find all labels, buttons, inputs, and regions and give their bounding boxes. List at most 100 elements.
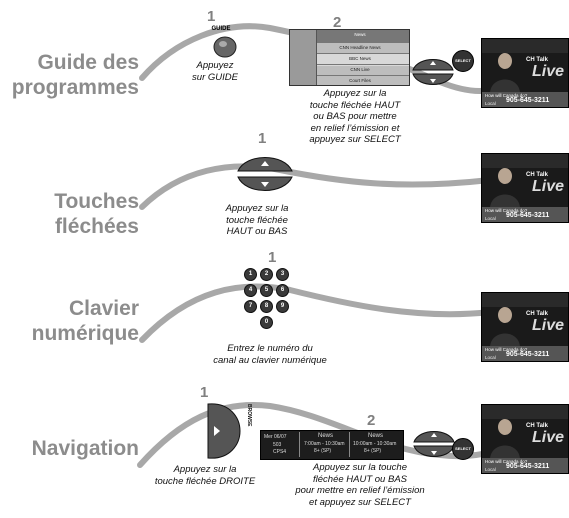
guide-row-label: CNN Live <box>350 67 370 72</box>
presenter-image <box>490 53 520 93</box>
keypad-step1-number: 1 <box>268 249 277 266</box>
arrows-step1-caption-line: touche fléchée <box>226 214 288 226</box>
section-title-navigation-line2: Navigation <box>31 437 139 460</box>
tv-screen: CH Talk Live How will Canada do? Local 9… <box>481 38 569 108</box>
section-title-guide-line1: Guide des <box>37 51 139 74</box>
keypad-curve <box>139 283 493 343</box>
keypad-step1-caption: Entrez le numéro du canal au clavier num… <box>200 343 340 366</box>
browse-right-button[interactable]: BROWSE <box>200 398 258 464</box>
navigation-step2-caption-line: Appuyez sur la touche <box>312 462 407 473</box>
browse-label-text: BROWSE <box>246 404 252 427</box>
keypad-key-9[interactable]: 9 <box>276 300 289 313</box>
guide-row: News <box>290 30 409 42</box>
guide-row: CNN Live <box>290 64 409 77</box>
tv-info-bar <box>482 39 568 53</box>
browse-next-cell: News 10:00am - 10:30am 8+ (SP) <box>349 432 402 457</box>
browse-banner: Mer 06/07 503 CPS4 News 7:00am - 10:30am… <box>260 430 404 460</box>
tv-live: Live <box>532 429 565 446</box>
tv-lower-third: How will Canada do? Local 905-645-3211 <box>482 207 568 222</box>
guide-arrow-buttons[interactable] <box>410 48 456 96</box>
keypad-key-0[interactable]: 0 <box>260 316 273 329</box>
arrows-buttons[interactable] <box>234 148 296 200</box>
section-title-guide: Guide des programmes <box>12 50 139 100</box>
guide-step2-caption: Appuyez sur la touche fléchée HAUT ou BA… <box>295 88 415 146</box>
keypad-key-1[interactable]: 1 <box>244 268 257 281</box>
keypad-key-2[interactable]: 2 <box>260 268 273 281</box>
guide-step2-number: 2 <box>333 14 342 31</box>
guide-select-button[interactable]: SELECT <box>452 50 474 72</box>
guide-step2-caption-line: Appuyez sur la <box>323 88 387 99</box>
keypad-key-7[interactable]: 7 <box>244 300 257 313</box>
tv-info-bar <box>482 154 568 168</box>
navigation-step1-caption-line: touche fléchée DROITE <box>154 475 256 487</box>
tv-local: Local <box>485 216 496 221</box>
browse-next-rating: 8+ (SP) <box>364 448 382 454</box>
tv-phone: 905-645-3211 <box>506 97 550 104</box>
tv-local: Local <box>485 467 496 472</box>
section-title-arrows-line1: Touches <box>54 190 139 213</box>
browse-channel: 503 <box>273 442 282 448</box>
tv-local: Local <box>485 355 496 360</box>
tv-screen: CH Talk Live How will Canada do? Local 9… <box>481 404 569 474</box>
tv-info-bar <box>482 405 568 419</box>
tv-brand: CH Talk <box>526 57 548 63</box>
section-title-keypad-line2: numérique <box>31 322 139 345</box>
tv-question: How will Canada do? <box>485 459 528 464</box>
tv-phone: 905-645-3211 <box>506 463 550 470</box>
tv-brand-talk: Talk <box>536 57 548 63</box>
browse-now-time: 7:00am - 10:30am <box>304 441 345 447</box>
tv-brand-talk: Talk <box>536 172 548 178</box>
browse-date: Mer 06/07 <box>264 434 287 440</box>
browse-next-time: 10:00am - 10:30am <box>353 441 397 447</box>
guide-step2-caption-line: touche fléchée HAUT <box>309 99 401 111</box>
keypad-key-5[interactable]: 5 <box>260 284 273 297</box>
navigation-step2-caption-line: et appuyez sur SELECT <box>309 496 411 508</box>
arrows-step1-number: 1 <box>258 130 267 147</box>
tv-phone: 905-645-3211 <box>506 351 550 358</box>
navigation-step1-number: 1 <box>200 384 209 401</box>
tv-phone: 905-645-3211 <box>506 212 550 219</box>
browse-now-rating: 8+ (SP) <box>314 448 332 454</box>
navigation-arrow-buttons[interactable] <box>411 420 457 468</box>
arrows-step1-caption-line: Appuyez sur la <box>225 203 289 214</box>
keypad-key-6[interactable]: 6 <box>276 284 289 297</box>
guide-button-label: GUIDE <box>211 26 231 32</box>
arrows-step1-caption-line: HAUT ou BAS <box>226 226 288 237</box>
navigation-step2-caption-line: fléchée HAUT ou BAS <box>313 473 407 485</box>
browse-label: BROWSE <box>244 404 252 427</box>
arrows-curve <box>139 163 493 210</box>
section-title-navigation: Navigation <box>32 436 139 461</box>
tv-brand-ch: CH <box>526 172 535 178</box>
guide-step1-number: 1 <box>207 8 216 25</box>
right-arrow-icon <box>207 403 241 459</box>
guide-row: BBC News <box>290 53 409 66</box>
tv-lower-third: How will Canada do? Local 905-645-3211 <box>482 458 568 473</box>
presenter-image <box>490 307 520 347</box>
numeric-keypad: 1 2 3 4 5 6 7 8 9 0 <box>244 266 292 332</box>
up-down-arrows-icon <box>412 59 454 85</box>
tv-brand-talk: Talk <box>536 311 548 317</box>
tv-question: How will Canada do? <box>485 208 528 213</box>
tv-brand: CH Talk <box>526 172 548 178</box>
tv-brand-ch: CH <box>526 423 535 429</box>
keypad-key-4[interactable]: 4 <box>244 284 257 297</box>
guide-select-label: SELECT <box>455 58 471 63</box>
keypad-key-8[interactable]: 8 <box>260 300 273 313</box>
navigation-select-button[interactable]: SELECT <box>452 438 474 460</box>
section-title-guide-line2: programmes <box>11 76 139 99</box>
arrows-step1-caption: Appuyez sur la touche fléchée HAUT ou BA… <box>222 203 292 238</box>
keypad-key-3[interactable]: 3 <box>276 268 289 281</box>
navigation-step1-caption-line: Appuyez sur la <box>173 464 237 475</box>
navigation-select-label: SELECT <box>455 446 471 451</box>
section-title-keypad-line1: Clavier <box>68 297 139 320</box>
guide-button[interactable]: GUIDE <box>207 26 243 60</box>
up-down-arrows-icon <box>413 431 455 457</box>
browse-callsign: CPS4 <box>273 449 287 455</box>
guide-channel-column <box>290 30 317 85</box>
navigation-step2-caption: Appuyez sur la touche fléchée HAUT ou BA… <box>290 462 430 508</box>
tv-screen: CH Talk Live How will Canada do? Local 9… <box>481 153 569 223</box>
browse-now-cell: News 7:00am - 10:30am 8+ (SP) <box>299 432 348 457</box>
tv-question: How will Canada do? <box>485 347 528 352</box>
tv-question: How will Canada do? <box>485 93 528 98</box>
presenter-image <box>490 419 520 459</box>
